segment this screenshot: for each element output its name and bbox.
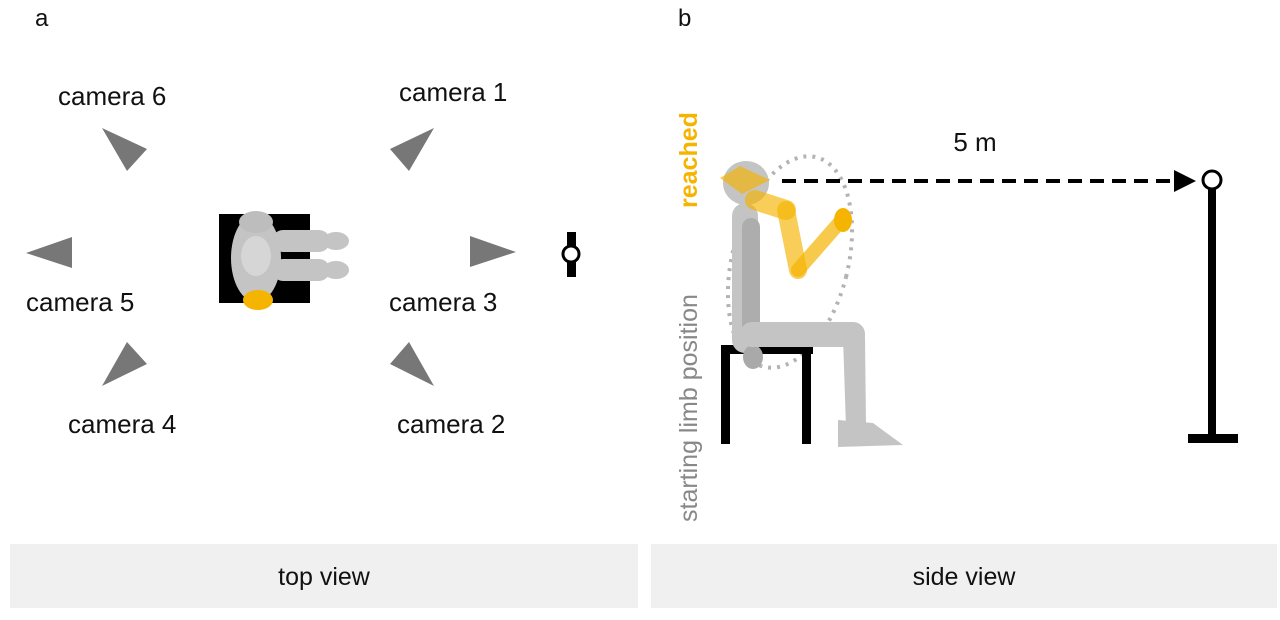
distance-label: 5 m <box>953 127 996 157</box>
camera-1-label: camera 1 <box>399 77 507 107</box>
distance-arrowhead <box>1174 170 1196 192</box>
camera-4-icon <box>102 342 147 386</box>
caption-bar-top-view <box>10 544 638 608</box>
starting-limb-position-label: starting limb position <box>675 294 703 522</box>
camera-6-icon <box>102 128 147 171</box>
caption-side-view: side view <box>913 563 1017 591</box>
caption-bar-side-view <box>651 544 1277 608</box>
target-stand <box>1188 169 1238 443</box>
camera-5-icon <box>26 237 72 268</box>
camera-1-icon <box>390 128 434 171</box>
participant-top-view <box>219 211 349 310</box>
camera-5-label: camera 5 <box>26 287 134 317</box>
reached-label: reached <box>675 112 703 208</box>
camera-6-label: camera 6 <box>58 81 166 111</box>
reach-trajectory <box>725 154 855 370</box>
reaching-hand <box>834 208 852 232</box>
target-top-view <box>561 232 581 277</box>
panel-b: b reached starting limb position <box>651 5 1277 608</box>
panel-b-letter: b <box>678 5 691 32</box>
camera-4-label: camera 4 <box>68 409 176 439</box>
reaching-arm <box>720 166 852 279</box>
panel-a-letter: a <box>35 5 49 32</box>
panel-a: a camera 1 camera 2 camera 3 camera 4 ca… <box>10 5 638 608</box>
reaching-hand-top-view <box>243 290 273 310</box>
chair-side-view <box>721 345 813 444</box>
camera-2-label: camera 2 <box>397 409 505 439</box>
camera-2-icon <box>390 342 434 386</box>
camera-3-label: camera 3 <box>389 287 497 317</box>
target-marker <box>1201 169 1223 191</box>
camera-3-icon <box>470 236 516 267</box>
caption-top-view: top view <box>278 563 371 591</box>
